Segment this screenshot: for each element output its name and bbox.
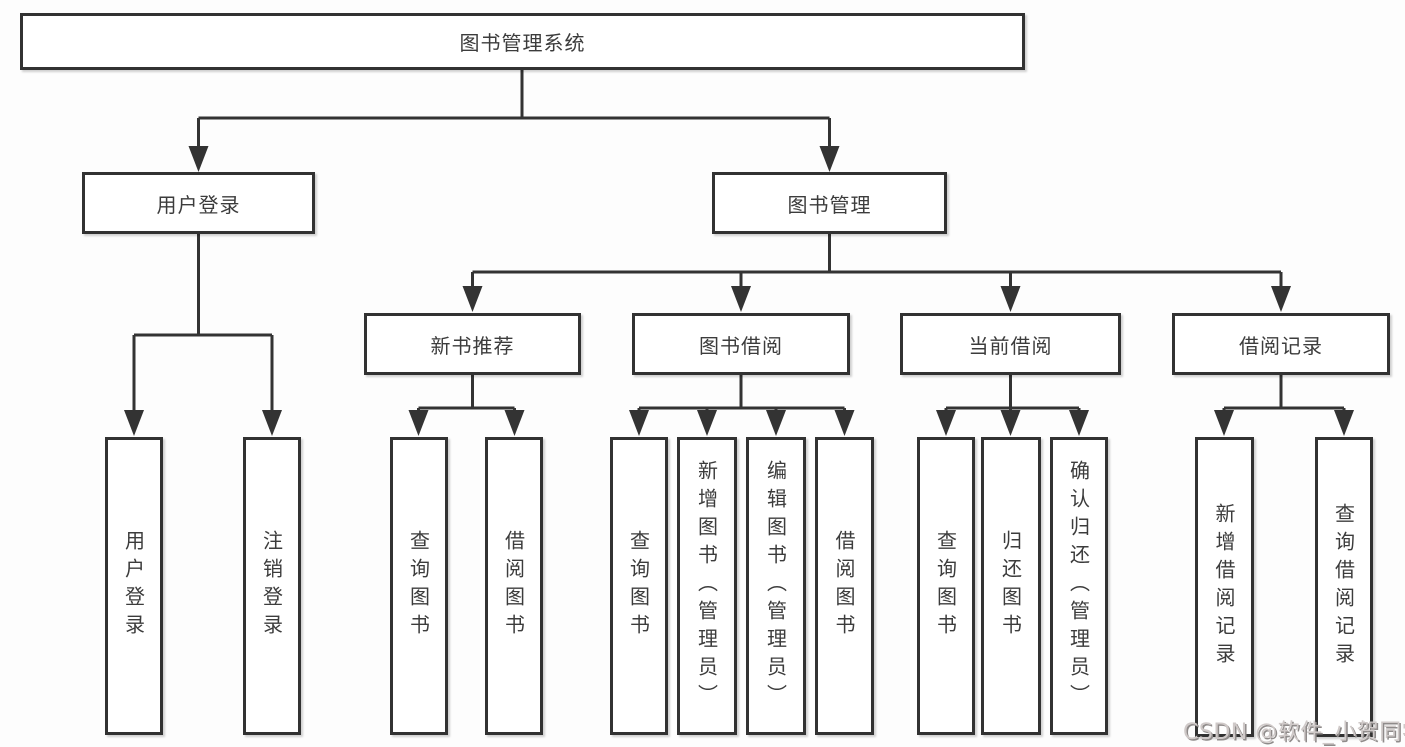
leaf-user-login: 用户登录	[105, 437, 163, 735]
leaf-borrow-books: 借阅图书	[815, 437, 874, 735]
node-current-borrow: 当前借阅	[900, 313, 1121, 375]
leaf-logout: 注销登录	[243, 437, 301, 735]
arrowheads	[124, 146, 1354, 436]
leaf-confirm-return-admin: 确认归还（管理员）	[1050, 437, 1108, 735]
leaf-query-books-borrow: 查询图书	[610, 437, 668, 735]
node-book-borrow: 图书借阅	[632, 313, 850, 375]
leaf-edit-book-admin: 编辑图书（管理员）	[746, 437, 806, 735]
node-new-book-recommend: 新书推荐	[364, 313, 581, 375]
node-root: 图书管理系统	[20, 13, 1025, 70]
watermark: CSDN @软件_小贺同学	[1183, 720, 1405, 745]
leaf-add-borrow-record: 新增借阅记录	[1195, 437, 1254, 737]
leaf-return-book: 归还图书	[981, 437, 1041, 735]
node-borrow-records: 借阅记录	[1172, 313, 1390, 375]
leaf-query-books-current: 查询图书	[917, 437, 975, 735]
leaf-query-books-recommend: 查询图书	[390, 437, 448, 735]
leaf-query-borrow-record: 查询借阅记录	[1315, 437, 1373, 737]
leaf-add-book-admin: 新增图书（管理员）	[677, 437, 737, 735]
leaf-borrow-books-recommend: 借阅图书	[485, 437, 543, 735]
node-book-management: 图书管理	[712, 172, 947, 234]
node-user-login: 用户登录	[82, 172, 315, 234]
